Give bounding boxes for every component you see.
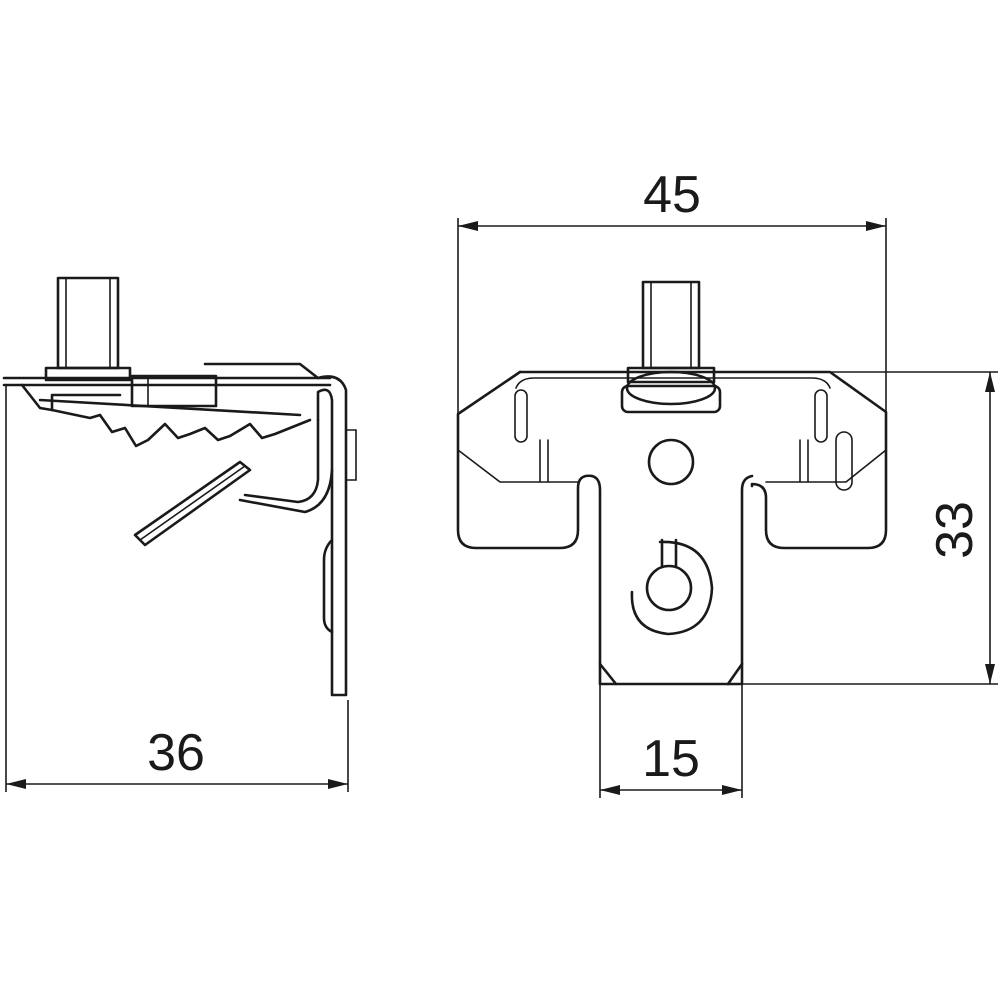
dimension-front-height-label: 33: [926, 501, 984, 559]
dimension-front-width: 45: [457, 166, 887, 414]
dimension-tongue-width: 15: [599, 684, 743, 798]
side-view-stud: [44, 276, 132, 382]
dimension-side-width: 36: [5, 385, 349, 792]
front-view-body: [456, 370, 888, 686]
side-view-spring-arm: [133, 460, 252, 547]
side-view-bracket: [2, 362, 357, 697]
front-view: [456, 280, 888, 686]
front-view-stud: [620, 280, 722, 414]
keyhole-slot: [630, 540, 714, 636]
dimension-front-height: 33: [742, 371, 998, 685]
round-hole: [647, 438, 695, 486]
side-view-teeth: [38, 398, 312, 448]
dimension-tongue-width-label: 15: [642, 730, 700, 788]
side-view: [2, 276, 357, 697]
dimension-front-width-label: 45: [643, 166, 701, 224]
front-view-holes: [630, 438, 714, 636]
dimension-side-width-label: 36: [147, 724, 205, 782]
